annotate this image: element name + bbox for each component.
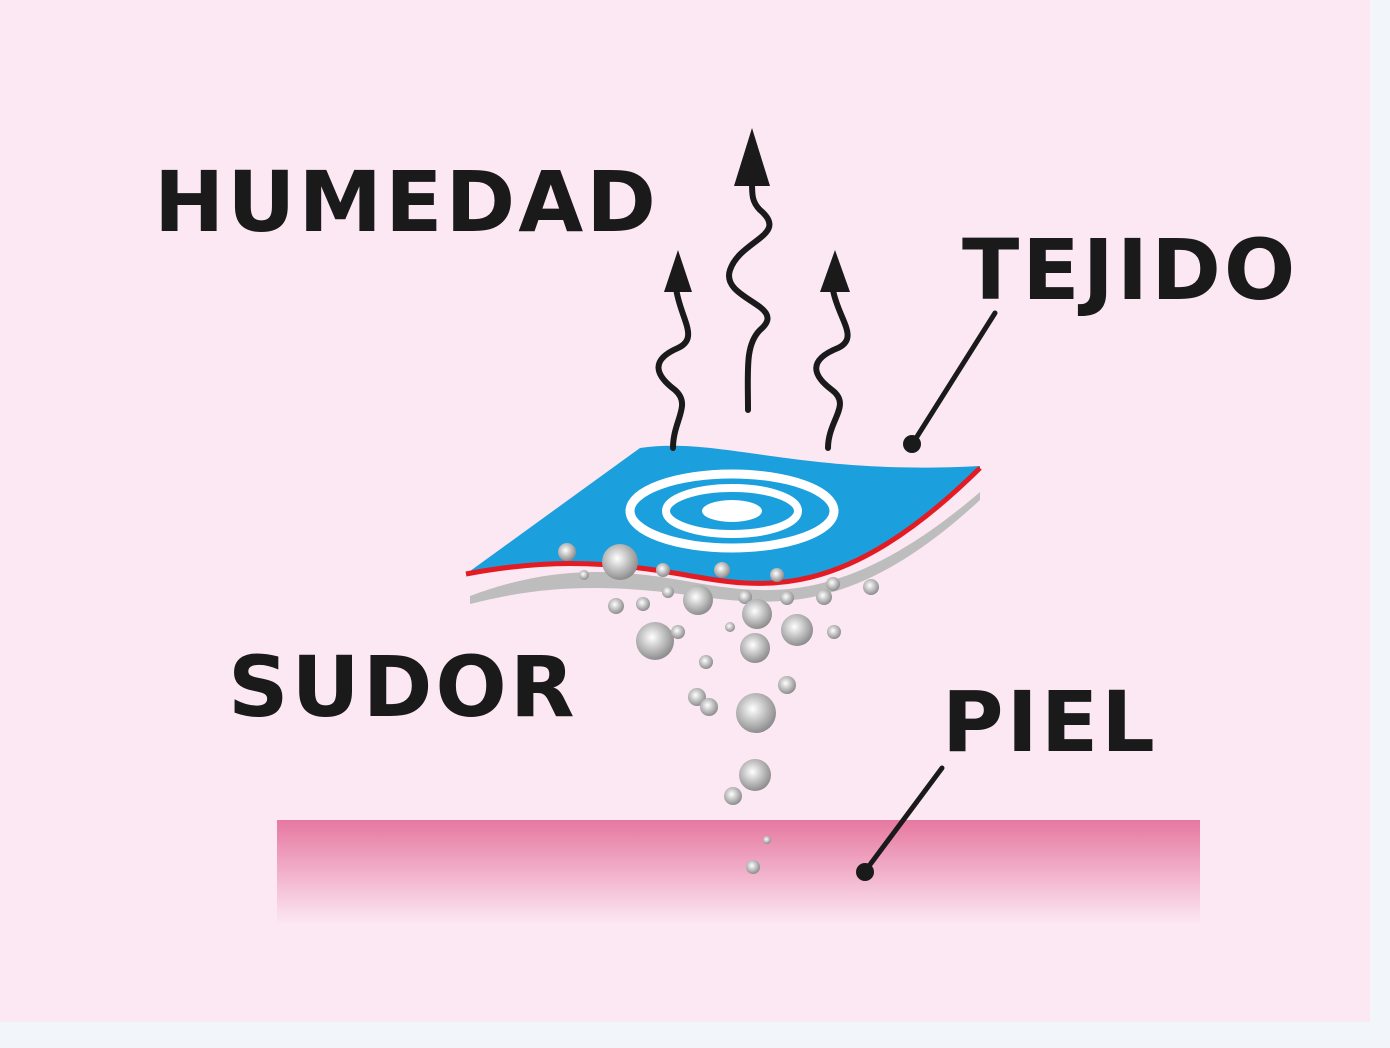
evaporation-arrow-center	[726, 128, 773, 413]
sweat-drop	[826, 577, 840, 591]
sweat-drop	[656, 563, 670, 577]
fabric-label: TEJIDO	[962, 221, 1299, 319]
evaporation-arrow-right	[813, 250, 851, 451]
sweat-drop	[558, 543, 576, 561]
sweat-drop	[683, 585, 713, 615]
sweat-drop	[816, 589, 832, 605]
sweat-drop	[700, 698, 718, 716]
sweat-droplets	[558, 543, 879, 874]
sweat-label: SUDOR	[228, 638, 578, 736]
sweat-drop	[739, 759, 771, 791]
sweat-drop	[636, 597, 650, 611]
sweat-drop	[863, 579, 879, 595]
sweat-drop	[579, 570, 589, 580]
sweat-drop	[770, 568, 784, 582]
sweat-drop	[688, 688, 706, 706]
fabric-shadow	[470, 492, 980, 604]
moisture-ripple	[625, 469, 839, 553]
skin-pointer	[856, 765, 945, 881]
sweat-drop	[778, 676, 796, 694]
skin-layer	[277, 820, 1200, 924]
humidity-label: HUMEDAD	[154, 153, 659, 251]
sweat-drop	[636, 622, 674, 660]
sweat-drop	[742, 599, 772, 629]
sweat-drop	[827, 625, 841, 639]
fabric-edge	[465, 466, 982, 586]
sweat-drop	[608, 598, 624, 614]
sweat-drop	[724, 787, 742, 805]
sweat-drop	[781, 614, 813, 646]
fabric-pointer	[903, 310, 998, 453]
sweat-drop	[780, 591, 794, 605]
sweat-drop	[662, 586, 674, 598]
sweat-drop	[725, 622, 735, 632]
sweat-drop	[746, 860, 760, 874]
skin-label: PIEL	[942, 673, 1158, 771]
sweat-drop	[714, 562, 730, 578]
sweat-drop	[602, 544, 638, 580]
sweat-drop	[738, 590, 752, 604]
sweat-drop	[763, 836, 771, 844]
sweat-drop	[736, 693, 776, 733]
evaporation-arrow-left	[655, 250, 692, 451]
sweat-drop	[699, 655, 713, 669]
sweat-drop	[740, 633, 770, 663]
sweat-drop	[671, 625, 685, 639]
